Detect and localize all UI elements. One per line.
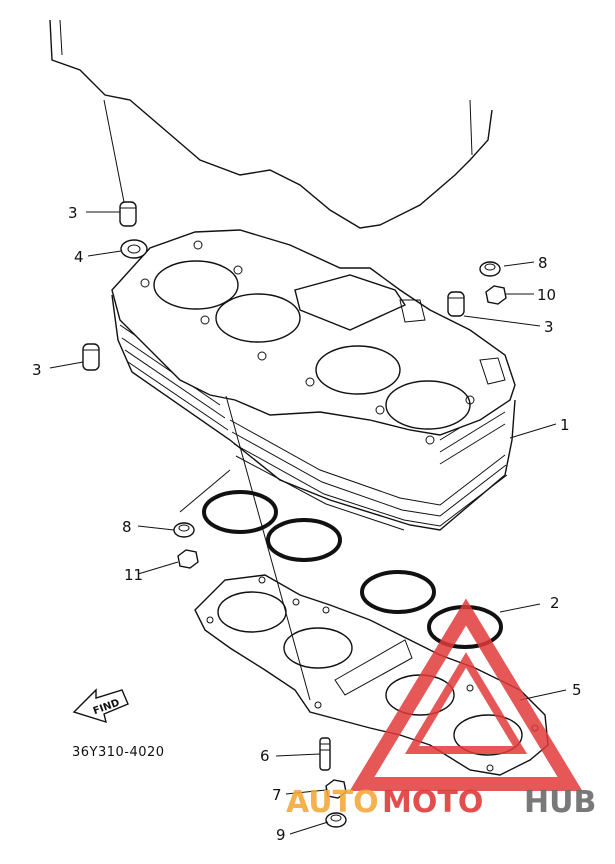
callout-3-right: 3	[544, 318, 554, 336]
o-rings-2	[202, 490, 503, 649]
dowel-pin-right	[447, 291, 465, 317]
callout-10: 10	[537, 286, 556, 304]
cylinder-head-outline	[49, 19, 493, 229]
o-ring-4	[120, 239, 148, 259]
nut-7	[325, 779, 347, 799]
washer-9	[325, 812, 347, 828]
automotohub-watermark: AUTO MOTO HUB	[286, 598, 596, 820]
triangle-logo-icon	[349, 598, 583, 791]
callout-11: 11	[124, 566, 143, 584]
stud-bolt-6	[319, 737, 331, 771]
nut-10	[485, 285, 507, 305]
dowel-pin-top	[119, 201, 137, 227]
callout-5: 5	[572, 681, 582, 699]
callout-2: 2	[550, 594, 560, 612]
callout-9: 9	[276, 826, 286, 844]
watermark-auto: AUTO	[286, 785, 379, 820]
cylinder-base-gasket	[194, 574, 549, 776]
callout-8-top: 8	[538, 254, 548, 272]
watermark-moto: MOTO	[382, 785, 483, 820]
callout-1: 1	[560, 416, 570, 434]
part-number: 36Y310-4020	[72, 745, 165, 760]
callout-6: 6	[260, 747, 270, 765]
callout-8-lower: 8	[122, 518, 132, 536]
callout-3-left: 3	[32, 361, 42, 379]
watermark-hub: HUB	[524, 785, 596, 820]
find-arrow-icon: FIND	[72, 688, 129, 724]
leader-lines	[49, 99, 567, 835]
callout-3-top: 3	[68, 204, 78, 222]
cylinder-block	[111, 229, 516, 531]
callout-4: 4	[74, 248, 84, 266]
washer-8-top	[479, 261, 501, 277]
dowel-pin-left	[82, 343, 100, 371]
callout-7: 7	[272, 786, 282, 804]
nut-11	[177, 549, 199, 569]
washer-8-lower	[173, 522, 195, 538]
